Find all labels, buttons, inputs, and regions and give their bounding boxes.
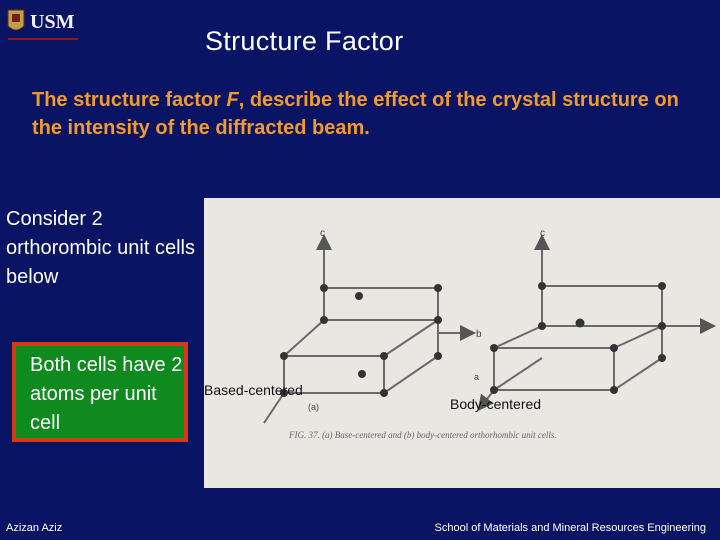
unit-cells-drawing: c b (a) c a	[263, 228, 716, 424]
axis-b-label-a: b	[476, 329, 482, 340]
body-centered-label: Body-centered	[450, 396, 542, 412]
figure-sub-a: (a)	[308, 402, 319, 412]
body-centered-atoms	[490, 282, 666, 394]
base-centered-label: Based-centered	[204, 382, 303, 398]
figure-caption: FIG. 37. (a) Base-centered and (b) body-…	[289, 430, 557, 440]
body-centered-cell	[477, 234, 716, 412]
callout-box: Both cells have 2 atoms per unit cell	[12, 342, 188, 442]
intro-text: The structure factor F, describe the eff…	[32, 86, 692, 142]
intro-part1: The structure factor	[32, 89, 227, 111]
footer-author: Azizan Aziz	[6, 522, 63, 534]
usm-logo: USM	[4, 4, 82, 48]
callout-text: Both cells have 2 atoms per unit cell	[30, 354, 183, 434]
axis-a-label-b: a	[474, 372, 479, 382]
consider-text: Consider 2 orthorombic unit cells below	[6, 208, 195, 288]
axis-c-label-a: c	[320, 228, 325, 239]
intro-part2: , describe the effect of the crystal str…	[32, 89, 679, 139]
logo-text: USM	[30, 11, 75, 33]
axis-c-label-b: c	[540, 228, 545, 239]
base-centered-atoms	[280, 284, 442, 397]
unit-cells-figure: c b (a) c a Based-centered Body-centere	[204, 198, 720, 488]
page-title: Structure Factor	[205, 26, 404, 56]
footer-school: School of Materials and Mineral Resource…	[434, 522, 706, 534]
intro-italic: F	[226, 89, 239, 111]
